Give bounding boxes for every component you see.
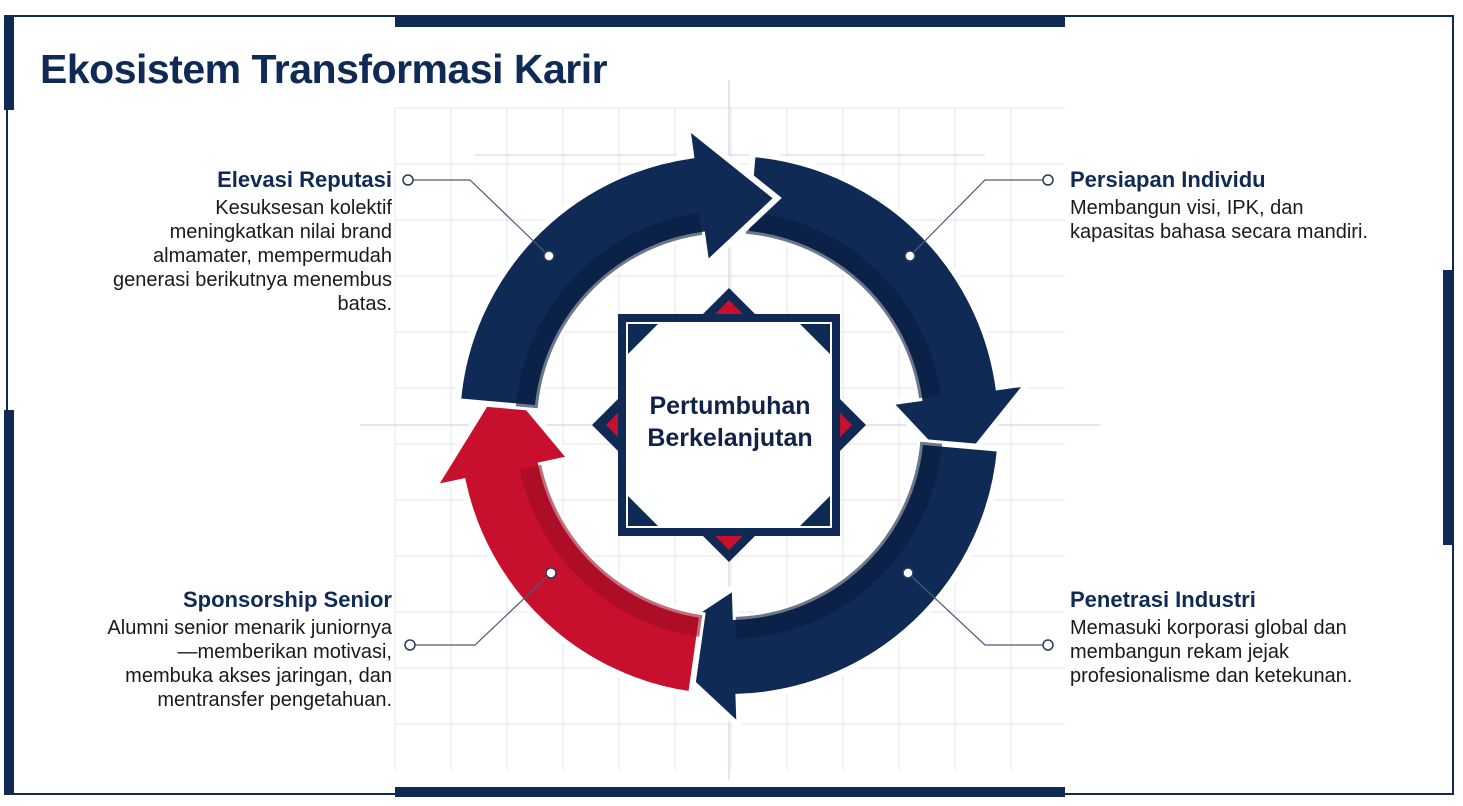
leader-dot — [404, 639, 416, 651]
star-outline — [626, 322, 832, 528]
bottom-accent-bar — [395, 787, 1065, 797]
callout-leader-lines — [402, 174, 1054, 651]
leader-dot — [902, 567, 914, 579]
leader-line — [907, 572, 1048, 646]
arrow-persiapan-individu — [742, 150, 1036, 478]
top-accent-bar — [395, 15, 1065, 27]
leader-dot — [545, 567, 557, 579]
callout-penetrasi-industri: Penetrasi Industri Memasuki korporasi gl… — [1070, 587, 1353, 688]
leader-dot — [402, 174, 414, 186]
callout-sponsorship-senior: Sponsorship Senior Alumni senior menarik… — [107, 587, 392, 712]
leader-dot — [1042, 639, 1054, 651]
cycle-arrows — [427, 118, 1036, 734]
left-accent-bar — [4, 15, 14, 110]
left-accent-bar-lower — [4, 410, 14, 795]
arrow-persiapan-individu-shade — [745, 211, 941, 399]
arrow-sponsorship-senior — [427, 371, 706, 698]
leader-line — [909, 179, 1048, 257]
callout-elevasi-reputasi: Elevasi Reputasi Kesuksesan kolektif men… — [112, 167, 392, 316]
leader-dot — [543, 250, 555, 262]
arrow-elevasi-reputasi-shade — [515, 213, 703, 409]
arrow-sponsorship-senior-shade — [519, 464, 703, 637]
right-accent-bar — [1443, 270, 1453, 545]
center-label: Pertumbuhan Berkelanjutan — [647, 392, 813, 452]
arrow-elevasi-reputasi — [454, 118, 782, 412]
arrow-penetrasi-industri-shade — [735, 441, 943, 639]
leader-line — [410, 572, 552, 646]
page-title: Ekosistem Transformasi Karir — [40, 46, 608, 92]
center-star-emblem — [592, 288, 866, 562]
leader-dot — [1042, 174, 1054, 186]
leader-dot — [904, 250, 916, 262]
callout-persiapan-individu: Persiapan Individu Membangun visi, IPK, … — [1070, 167, 1368, 244]
arrow-penetrasi-industri — [644, 438, 1004, 734]
leader-line — [408, 179, 550, 257]
star-octagon — [626, 322, 832, 528]
